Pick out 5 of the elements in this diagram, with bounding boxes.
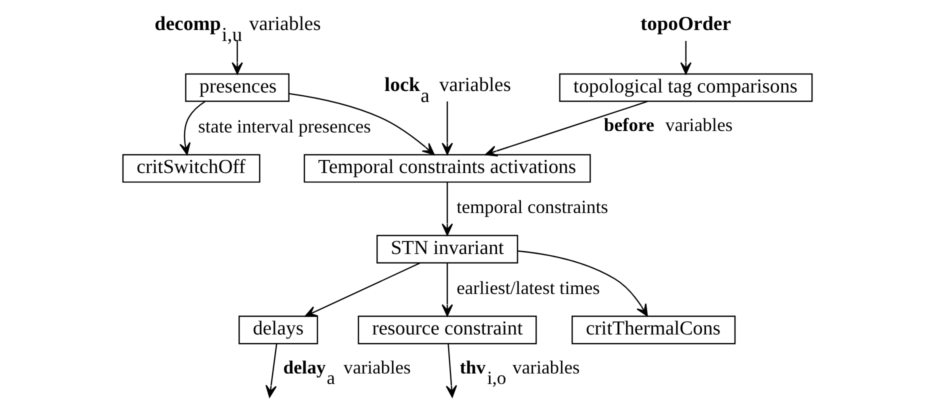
edge-label: temporal constraints	[456, 197, 608, 218]
node-text: topoOrder	[640, 13, 731, 36]
edge-label: earliest/latest times	[456, 278, 600, 299]
edge-label: before variables	[603, 115, 732, 136]
edge-label: state interval presences	[198, 116, 370, 138]
